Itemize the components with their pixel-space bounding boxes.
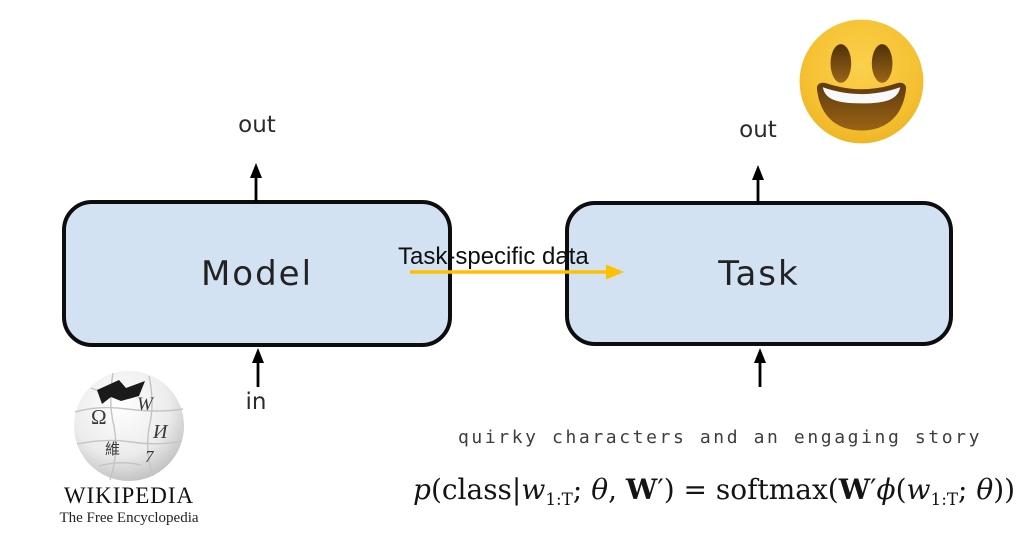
formula-lparen-class: (class| (430, 473, 522, 506)
task-out-label: out (739, 117, 777, 143)
globe-glyph-i-cyrillic: И (152, 421, 169, 443)
formula-semi1: ; (572, 473, 592, 506)
formula-phi: ϕ (876, 473, 896, 506)
formula-semi2: ; (958, 473, 977, 506)
formula-theta1: θ (591, 473, 609, 506)
formula-w1: w (521, 473, 546, 506)
model-box-label: Model (200, 253, 314, 294)
formula-rparen-eq: ) = (663, 473, 716, 506)
model-out-label: out (238, 112, 276, 138)
wikipedia-wordmark: WIKIPEDIA (63, 483, 195, 508)
formula-lparen2: ( (895, 473, 907, 506)
formula: p(class|w1:T; θ, W′) = softmax(W′ϕ(w1:T;… (413, 473, 1015, 509)
wikipedia-globe-icon: Ω W И 維 7 (74, 371, 184, 481)
wikipedia-logo: Ω W И 維 7 WIKIPEDIA The Free Encyclopedi… (44, 368, 214, 527)
grinning-face-emoji-icon (799, 19, 924, 144)
globe-glyph-wei: 維 (105, 441, 120, 458)
formula-sub2: 1:T (930, 488, 959, 509)
formula-comma: , (608, 473, 626, 506)
globe-glyph-seven: 7 (145, 447, 155, 466)
formula-softmax: softmax( (715, 473, 839, 506)
formula-theta2: θ (976, 473, 994, 506)
task-output-arrow-icon (752, 165, 764, 204)
formula-rparen2: )) (993, 473, 1016, 506)
model-input-arrow-icon (252, 348, 264, 387)
caption-mono-text: quirky characters and an engaging story (458, 427, 983, 448)
wikipedia-tagline: The Free Encyclopedia (59, 510, 199, 526)
formula-prime1: ′ (657, 473, 664, 506)
transfer-arrow-label: Task-specific data (398, 243, 589, 270)
formula-W1: W (625, 473, 658, 506)
model-in-label: in (245, 389, 267, 415)
formula-prime2: ′ (870, 473, 877, 506)
task-specific-data-arrow-icon (410, 264, 624, 280)
globe-glyph-omega: Ω (91, 405, 107, 429)
task-box-label: Task (718, 253, 800, 294)
model-box: Model (62, 200, 452, 347)
task-input-arrow-icon (754, 348, 766, 387)
globe-glyph-w: W (137, 394, 155, 415)
formula-W2: W (838, 473, 871, 506)
formula-w2: w (906, 473, 931, 506)
formula-sub1: 1:T (545, 488, 573, 509)
formula-p: p (413, 473, 431, 506)
model-output-arrow-icon (250, 163, 262, 202)
